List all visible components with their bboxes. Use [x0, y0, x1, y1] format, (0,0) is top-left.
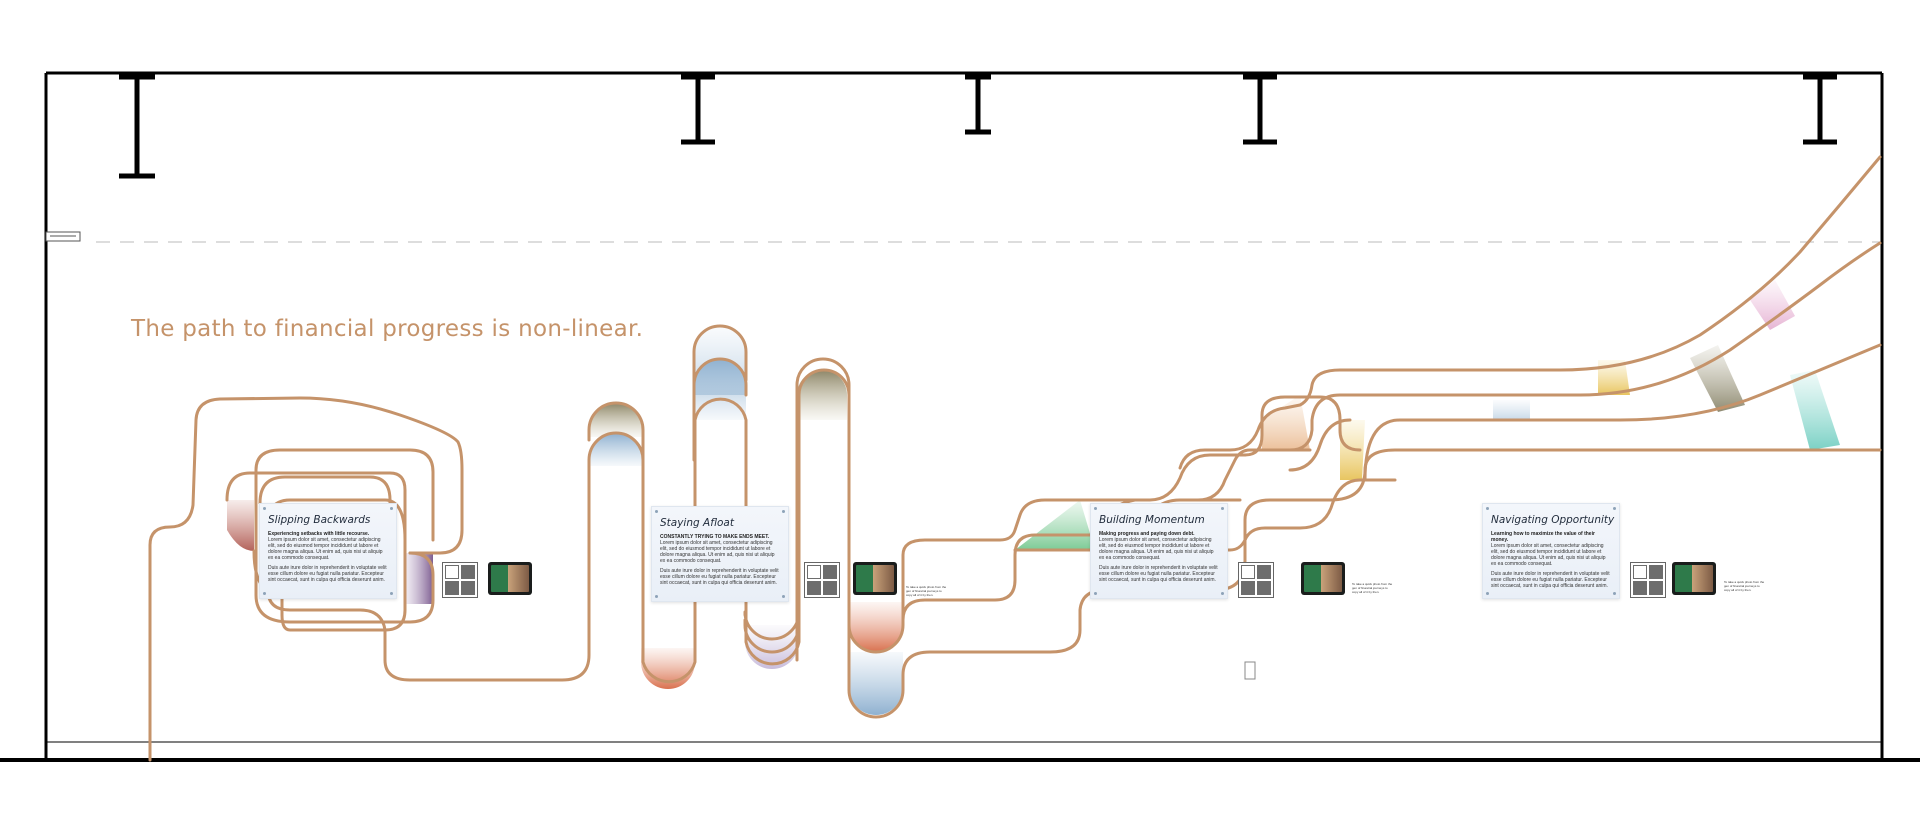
video-tablet [1672, 562, 1716, 595]
stage-title: Staying Afloat [660, 517, 734, 529]
stage-body: Duis aute irure dolor in reprehenderit i… [268, 565, 387, 583]
path-ghost-strands [1288, 418, 1397, 482]
video-screen [856, 565, 894, 592]
stage-title: Navigating Opportunity [1491, 514, 1615, 526]
media-caption: To take a quick photo from the gen of fi… [906, 585, 947, 597]
panel-screw-icon [1094, 592, 1097, 595]
stage-panel-building-momentum: Building Momentum Making progress and pa… [1090, 503, 1228, 599]
video-tablet [1301, 562, 1345, 595]
ceiling-hangers [119, 74, 1837, 179]
activity-icon-grid [1238, 562, 1274, 598]
stage-body: Lorem ipsum dolor sit amet, consectetur … [268, 537, 383, 561]
wall-outlet-icon [1244, 661, 1256, 680]
video-screen [491, 565, 529, 592]
stage-title: Building Momentum [1099, 514, 1205, 526]
stage-subtitle: Learning how to maximize the value of th… [1491, 531, 1595, 543]
activity-icon-grid [804, 562, 840, 598]
stage-body: Lorem ipsum dolor sit amet, consectetur … [660, 540, 775, 564]
stage-panel-slipping-backwards: Slipping Backwards Experiencing setbacks… [259, 503, 397, 599]
panel-screw-icon [655, 595, 658, 598]
panel-screw-icon [782, 510, 785, 513]
media-caption: To take a quick photo from the gen of fi… [1724, 580, 1765, 592]
activity-icon-grid [1630, 562, 1666, 598]
stage-subtitle: CONSTANTLY TRYING TO MAKE ENDS MEET. [660, 534, 770, 540]
stage-subtitle: Experiencing setbacks with little recour… [268, 531, 370, 537]
stage-title: Slipping Backwards [268, 514, 371, 526]
panel-screw-icon [1613, 592, 1616, 595]
panel-screw-icon [390, 507, 393, 510]
path-color-fills [227, 280, 1840, 715]
stage-body: Duis aute irure dolor in reprehenderit i… [660, 568, 779, 586]
video-tablet [853, 562, 897, 595]
media-caption: To take a quick photo from the gen of fi… [1352, 582, 1393, 594]
stage-subtitle: Making progress and paying down debt. [1099, 531, 1195, 537]
stage-body: Lorem ipsum dolor sit amet, consectetur … [1491, 543, 1606, 567]
panel-screw-icon [390, 592, 393, 595]
panel-screw-icon [655, 510, 658, 513]
activity-icon-grid [442, 562, 478, 598]
panel-screw-icon [263, 507, 266, 510]
panel-screw-icon [1486, 592, 1489, 595]
panel-screw-icon [1221, 592, 1224, 595]
exhibit-headline: The path to financial progress is non-li… [131, 316, 644, 342]
stage-body: Lorem ipsum dolor sit amet, consectetur … [1099, 537, 1214, 561]
panel-screw-icon [1486, 507, 1489, 510]
panel-screw-icon [263, 592, 266, 595]
video-screen [1304, 565, 1342, 592]
panel-screw-icon [1221, 507, 1224, 510]
panel-screw-icon [1613, 507, 1616, 510]
panel-screw-icon [1094, 507, 1097, 510]
video-screen [1675, 565, 1713, 592]
stage-body: Duis aute irure dolor in reprehenderit i… [1491, 571, 1610, 589]
stage-body: Duis aute irure dolor in reprehenderit i… [1099, 565, 1218, 583]
video-tablet [488, 562, 532, 595]
stage-panel-navigating-opportunity: Navigating Opportunity Learning how to m… [1482, 503, 1620, 599]
wall-outline [0, 71, 1920, 762]
financial-path-lines [148, 155, 1882, 762]
panel-screw-icon [782, 595, 785, 598]
stage-panel-staying-afloat: Staying Afloat CONSTANTLY TRYING TO MAKE… [651, 506, 789, 602]
